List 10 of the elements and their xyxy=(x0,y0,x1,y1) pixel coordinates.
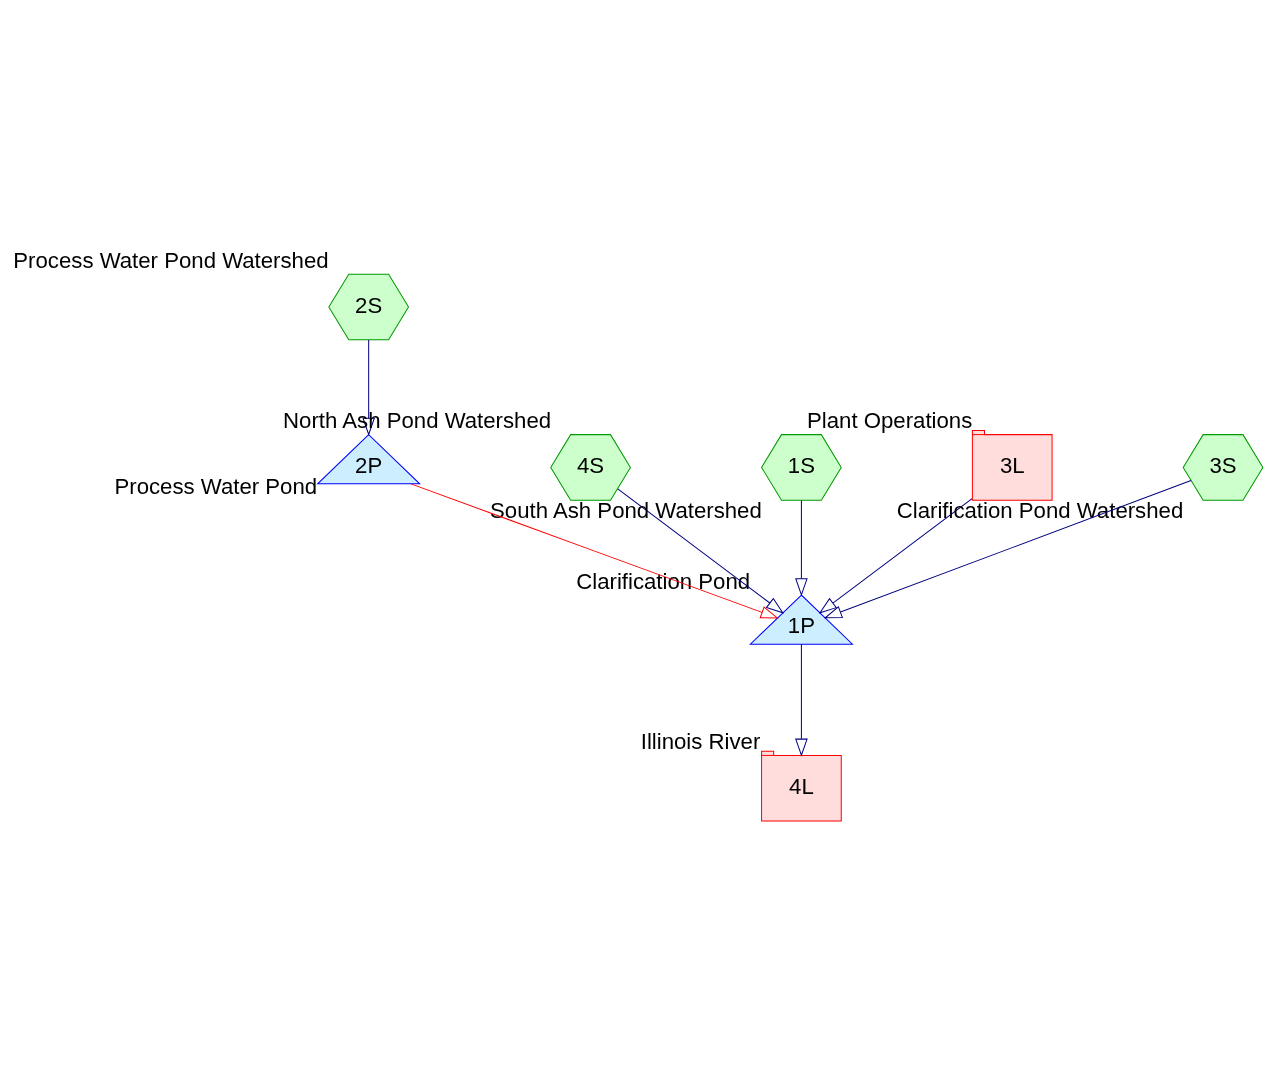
arrow xyxy=(362,339,376,436)
arrow xyxy=(795,643,808,757)
arrow xyxy=(823,479,1192,618)
node-label: Process Water Pond Watershed xyxy=(13,247,329,273)
arrow xyxy=(818,497,973,614)
arrow xyxy=(410,482,779,618)
node-label: Illinois River xyxy=(640,728,761,754)
node-label: Process Water Pond xyxy=(114,473,318,499)
arrow xyxy=(795,499,808,596)
node-label: Plant Operations xyxy=(807,407,973,433)
